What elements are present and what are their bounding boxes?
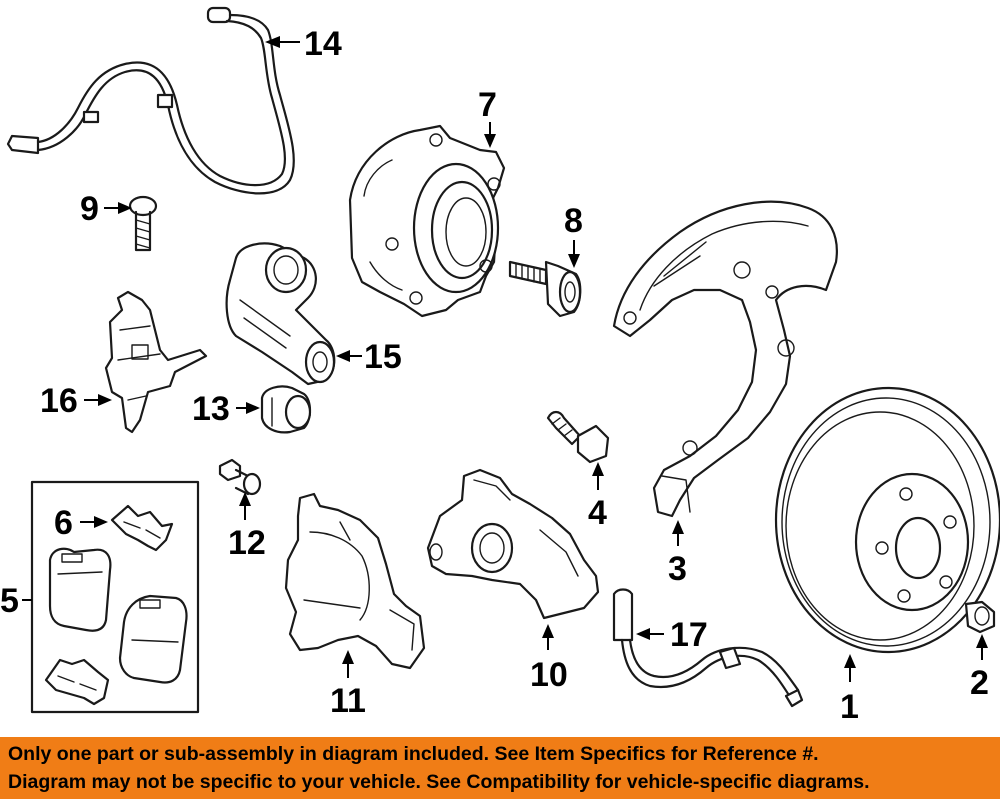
svg-text:3: 3 bbox=[668, 550, 687, 588]
grommet-part[interactable] bbox=[260, 385, 312, 434]
caliper-bolt-small-part[interactable] bbox=[218, 458, 262, 496]
callout-16: 16 bbox=[40, 382, 112, 420]
svg-text:6: 6 bbox=[54, 504, 73, 542]
brake-pad-set-box[interactable] bbox=[30, 480, 200, 714]
callout-2: 2 bbox=[970, 634, 989, 702]
callout-10: 10 bbox=[530, 624, 568, 694]
callout-11: 11 bbox=[330, 650, 366, 720]
disclaimer-line-1: Only one part or sub-assembly in diagram… bbox=[8, 743, 819, 765]
wear-sensor-wire-part[interactable] bbox=[6, 6, 295, 195]
disclaimer-line-2: Diagram may not be specific to your vehi… bbox=[8, 771, 870, 793]
callout-8: 8 bbox=[564, 202, 583, 268]
svg-text:8: 8 bbox=[564, 202, 583, 240]
parking-brake-actuator-part[interactable] bbox=[225, 242, 336, 386]
callout-14: 14 bbox=[265, 25, 342, 63]
rotor-screw-part[interactable] bbox=[964, 600, 996, 634]
callout-15: 15 bbox=[336, 338, 402, 376]
callout-5: 5 bbox=[0, 582, 32, 620]
callout-9: 9 bbox=[80, 190, 132, 228]
svg-text:7: 7 bbox=[478, 86, 497, 124]
sensor-bracket-part[interactable] bbox=[104, 290, 208, 434]
svg-text:9: 9 bbox=[80, 190, 99, 228]
svg-text:14: 14 bbox=[304, 25, 342, 63]
hub-bolt-part[interactable] bbox=[508, 260, 582, 318]
svg-text:11: 11 bbox=[330, 682, 366, 720]
callout-12: 12 bbox=[228, 492, 266, 562]
bolt-part[interactable] bbox=[546, 410, 610, 464]
brake-rotor-part[interactable] bbox=[774, 386, 1000, 654]
brake-caliper-part[interactable] bbox=[426, 468, 600, 620]
svg-text:2: 2 bbox=[970, 664, 989, 702]
callout-1: 1 bbox=[840, 654, 859, 726]
callout-4: 4 bbox=[588, 462, 607, 532]
wheel-hub-part[interactable] bbox=[348, 124, 506, 318]
brake-pad-outer-part[interactable] bbox=[118, 594, 188, 684]
callout-13: 13 bbox=[192, 390, 260, 428]
brake-assembly-diagram: 14 9 16 5 6 bbox=[0, 6, 1000, 726]
svg-text:16: 16 bbox=[40, 382, 78, 420]
brake-pad-inner-part[interactable] bbox=[48, 547, 112, 632]
svg-text:15: 15 bbox=[364, 338, 402, 376]
svg-text:13: 13 bbox=[192, 390, 230, 428]
callout-17: 17 bbox=[636, 616, 708, 654]
callout-7: 7 bbox=[478, 86, 497, 148]
screw-part[interactable] bbox=[128, 195, 158, 252]
disclaimer-banner: Only one part or sub-assembly in diagram… bbox=[0, 737, 1000, 799]
svg-text:1: 1 bbox=[840, 688, 859, 726]
callout-6: 6 bbox=[54, 504, 108, 542]
svg-text:5: 5 bbox=[0, 582, 19, 620]
pad-clips-part[interactable] bbox=[44, 504, 174, 706]
callout-3: 3 bbox=[668, 520, 687, 588]
svg-text:4: 4 bbox=[588, 494, 607, 532]
caliper-bracket-part[interactable] bbox=[284, 492, 426, 670]
brake-dust-shield-part[interactable] bbox=[612, 200, 838, 518]
speed-sensor-part[interactable] bbox=[612, 588, 804, 708]
svg-text:17: 17 bbox=[670, 616, 708, 654]
svg-text:12: 12 bbox=[228, 524, 266, 562]
svg-text:10: 10 bbox=[530, 656, 568, 694]
